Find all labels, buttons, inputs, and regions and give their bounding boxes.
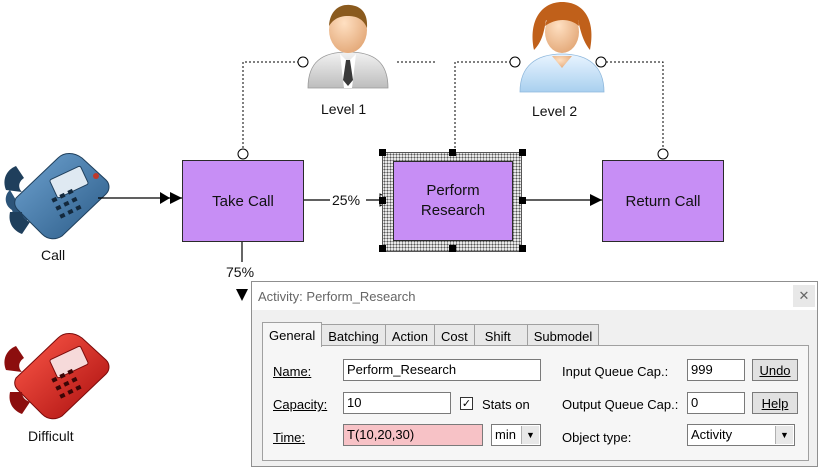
chevron-down-icon[interactable]: ▼ — [775, 426, 793, 444]
output-queue-label: Output Queue Cap.: — [562, 397, 679, 412]
chevron-down-icon[interactable]: ▼ — [521, 426, 539, 444]
dialog-titlebar[interactable]: Activity: Perform_Research ✕ — [252, 282, 817, 310]
selection-handle[interactable] — [519, 197, 526, 204]
selection-handle[interactable] — [379, 197, 386, 204]
selection-handle[interactable] — [379, 245, 386, 252]
dialog-title: Activity: Perform_Research — [258, 288, 416, 304]
time-unit-select[interactable]: min ▼ — [491, 424, 541, 446]
object-type-select[interactable]: Activity ▼ — [687, 424, 795, 446]
route-percent-75: 75% — [226, 264, 255, 280]
name-label: Name: — [273, 364, 312, 379]
help-button[interactable]: Help — [752, 392, 798, 414]
selection-handle[interactable] — [449, 245, 456, 252]
entity-label-difficult: Difficult — [28, 428, 74, 444]
input-queue-label: Input Queue Cap.: — [562, 364, 669, 379]
capacity-label: Capacity: — [273, 397, 328, 412]
stats-label: Stats on — [482, 397, 530, 412]
tab-bar: General Batching Action Cost Shift Submo… — [262, 322, 600, 347]
person-icon[interactable] — [307, 4, 389, 89]
telephone-icon[interactable] — [4, 153, 110, 240]
name-field[interactable]: Perform_Research — [343, 359, 541, 381]
activity-label: Perform Research — [420, 182, 486, 219]
resource-label-level1: Level 1 — [321, 101, 367, 117]
route-percent-25: 25% — [332, 192, 361, 208]
resource-links — [242, 61, 664, 148]
activity-perform-research[interactable]: Perform Research — [393, 161, 513, 241]
activity-take-call[interactable]: Take Call — [182, 160, 304, 242]
activity-return-call[interactable]: Return Call — [602, 160, 724, 242]
activity-label: Take Call — [212, 192, 274, 210]
close-button[interactable]: ✕ — [793, 285, 815, 307]
selection-handle[interactable] — [519, 149, 526, 156]
time-field[interactable]: T(10,20,30) — [343, 424, 483, 446]
stats-checkbox[interactable]: ✓ — [460, 397, 473, 410]
resource-link-circles — [237, 56, 669, 160]
selection-handle[interactable] — [379, 149, 386, 156]
activity-label: Return Call — [625, 192, 701, 210]
output-queue-field[interactable]: 0 — [687, 392, 745, 414]
object-type-label: Object type: — [562, 430, 632, 445]
general-panel: Name: Perform_Research Capacity: 10 ✓ St… — [262, 345, 809, 461]
time-label: Time: — [273, 430, 306, 445]
close-icon: ✕ — [798, 288, 810, 303]
tab-batching[interactable]: Batching — [321, 324, 386, 347]
tab-cost[interactable]: Cost — [433, 324, 475, 347]
tab-general[interactable]: General — [262, 322, 323, 347]
person-icon[interactable] — [519, 2, 605, 93]
entity-label-call: Call — [41, 247, 66, 263]
telephone-icon[interactable] — [4, 333, 110, 420]
capacity-field[interactable]: 10 — [343, 392, 451, 414]
tab-shift[interactable]: Shift — [473, 324, 528, 347]
undo-button[interactable]: Undo — [752, 359, 798, 381]
selection-handle[interactable] — [519, 245, 526, 252]
input-queue-field[interactable]: 999 — [687, 359, 745, 381]
tab-submodel[interactable]: Submodel — [526, 324, 600, 347]
selection-handle[interactable] — [449, 149, 456, 156]
activity-dialog[interactable]: Activity: Perform_Research ✕ General Bat… — [251, 281, 818, 467]
tab-action[interactable]: Action — [384, 324, 435, 347]
resource-label-level2: Level 2 — [532, 103, 578, 119]
